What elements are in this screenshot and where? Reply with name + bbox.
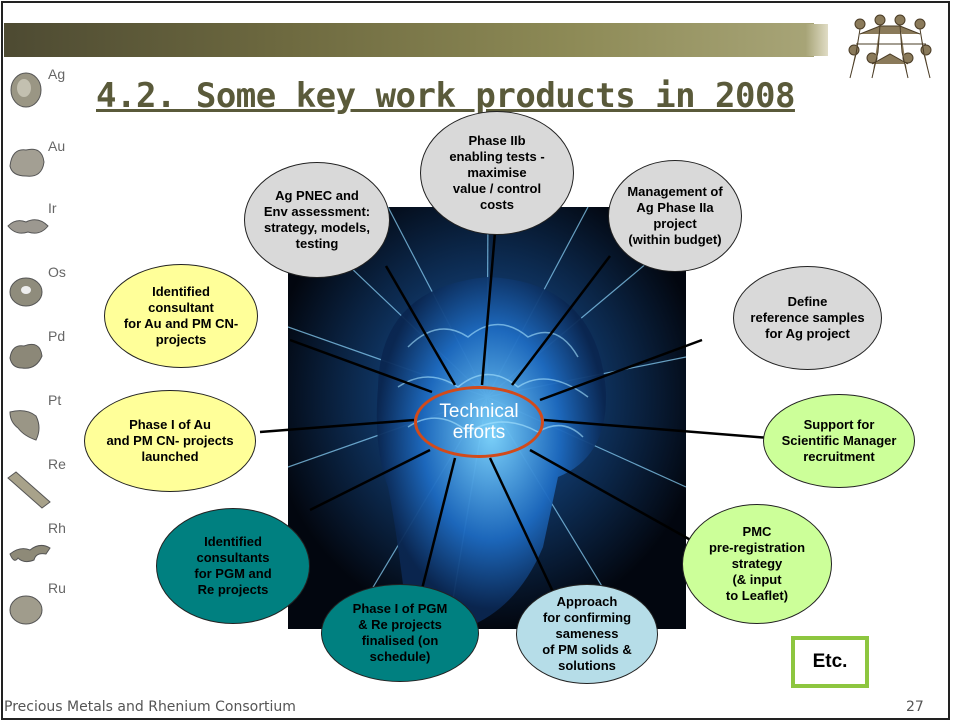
element-symbol: Os bbox=[48, 264, 66, 280]
iridium-nugget-icon bbox=[7, 219, 49, 234]
oval-support-sci-manager: Support for Scientific Manager recruitme… bbox=[763, 394, 915, 488]
consortium-logo-icon bbox=[848, 14, 932, 79]
element-symbol: Re bbox=[48, 456, 66, 472]
element-ru: Ru bbox=[6, 580, 88, 644]
oval-identified-consultant-au: Identified consultant for Au and PM CN- … bbox=[104, 264, 258, 368]
element-ir: Ir bbox=[6, 200, 88, 264]
brain-image bbox=[288, 207, 686, 629]
element-au: Au bbox=[6, 138, 88, 202]
osmium-bead-icon bbox=[9, 277, 43, 307]
slide-title: 4.2. Some key work products in 2008 bbox=[96, 76, 795, 116]
oval-management-ag: Management of Ag Phase IIa project (with… bbox=[608, 160, 742, 272]
etc-box: Etc. bbox=[791, 636, 869, 688]
element-re: Re bbox=[6, 456, 88, 520]
rhenium-bar-icon bbox=[7, 471, 51, 509]
oval-define-reference: Define reference samples for Ag project bbox=[733, 266, 882, 370]
ruthenium-nugget-icon bbox=[9, 595, 43, 625]
element-symbol: Ru bbox=[48, 580, 66, 596]
oval-phase1-pgm: Phase I of PGM & Re projects finalised (… bbox=[321, 584, 479, 682]
element-pt: Pt bbox=[6, 392, 88, 456]
element-symbol: Pt bbox=[48, 392, 62, 408]
element-rh: Rh bbox=[6, 520, 88, 584]
oval-phase-2b: Phase IIb enabling tests - maximise valu… bbox=[420, 111, 574, 235]
element-pd: Pd bbox=[6, 328, 88, 392]
element-symbol: Ir bbox=[48, 200, 57, 216]
gold-nugget-icon bbox=[9, 148, 45, 177]
element-ag: Ag bbox=[6, 66, 88, 130]
center-label: Technical efforts bbox=[414, 386, 544, 458]
rhodium-nugget-icon bbox=[9, 544, 51, 563]
header-bar bbox=[4, 23, 814, 57]
oval-ag-pnec: Ag PNEC and Env assessment: strategy, mo… bbox=[244, 162, 390, 278]
oval-identified-consultants-pgm: Identified consultants for PGM and Re pr… bbox=[156, 508, 310, 624]
element-symbol: Pd bbox=[48, 328, 66, 344]
silver-coin-icon bbox=[10, 72, 42, 108]
header-bar-fade bbox=[806, 24, 828, 56]
element-os: Os bbox=[6, 264, 88, 328]
element-symbol: Rh bbox=[48, 520, 66, 536]
page-number: 27 bbox=[906, 699, 924, 715]
oval-pmc-preregistration: PMC pre-registration strategy (& input t… bbox=[682, 504, 832, 624]
palladium-nugget-icon bbox=[9, 343, 43, 369]
element-symbol: Ag bbox=[48, 66, 66, 82]
oval-phase1-au: Phase I of Au and PM CN- projects launch… bbox=[84, 390, 256, 492]
element-symbol: Au bbox=[48, 138, 66, 154]
footer-text: Precious Metals and Rhenium Consortium bbox=[4, 699, 296, 715]
platinum-nugget-icon bbox=[9, 410, 40, 441]
oval-approach-sameness: Approach for confirming sameness of PM s… bbox=[516, 584, 658, 684]
